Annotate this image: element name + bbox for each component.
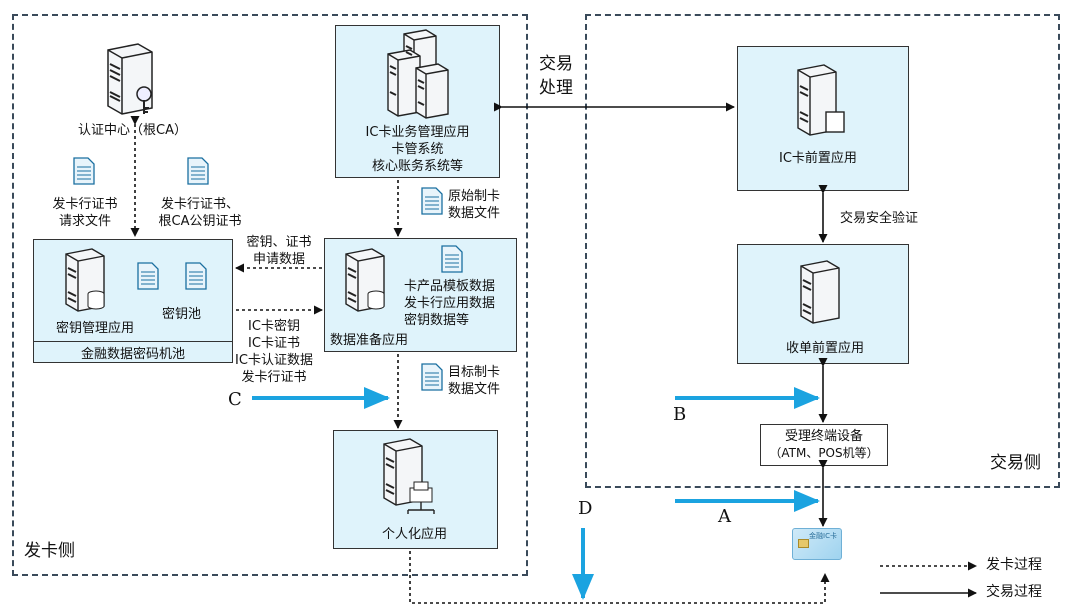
issuing-side-region [12, 14, 528, 576]
card-product-document-icon [441, 245, 463, 273]
hsm-pool-strip: 金融数据密码机池 [33, 341, 233, 363]
ic-items-line2: IC卡证书 [248, 336, 300, 351]
target-data-label: 目标制卡 数据文件 [448, 364, 500, 398]
terminal-device: 受理终端设备 （ATM、POS机等） [760, 424, 888, 466]
raw-data-line1: 原始制卡 [448, 189, 501, 204]
ic-card-chip [798, 539, 809, 548]
card-mgmt-line2: 卡管系统 [391, 142, 444, 157]
acq-front-label: 收单前置应用 [786, 341, 865, 356]
key-management-box [33, 239, 233, 342]
transaction-processing-line1: 交易 [539, 54, 573, 74]
raw-data-line2: 数据文件 [448, 206, 501, 221]
terminal-label-line1: 受理终端设备 [784, 429, 863, 444]
ic-front-server-icon [797, 64, 845, 136]
ic-card-icon: 金融IC卡 [792, 528, 842, 560]
raw-data-label: 原始制卡 数据文件 [448, 188, 500, 222]
cert-request-line1: 发卡行证书 [52, 197, 118, 212]
key-pool-label: 密钥池 [162, 307, 202, 322]
cert-request-label: 发卡行证书 请求文件 [42, 196, 128, 230]
cert-root-label: 发卡行证书、 根CA公钥证书 [146, 196, 254, 230]
card-product-line1: 卡产品模板数据 [404, 279, 496, 294]
personalization-label: 个人化应用 [382, 527, 448, 542]
card-mgmt-label: IC卡业务管理应用 卡管系统 核心账务系统等 [336, 124, 499, 175]
cert-root-line2: 根CA公钥证书 [158, 214, 242, 229]
ic-items-line1: IC卡密钥 [248, 319, 300, 334]
legend-transaction-label: 交易过程 [986, 584, 1042, 600]
data-prep-label: 数据准备应用 [330, 333, 409, 348]
transaction-processing-label: 交易 处理 [528, 52, 584, 100]
terminal-label-line2: （ATM、POS机等） [769, 446, 879, 460]
card-product-line3: 密钥数据等 [404, 313, 470, 328]
cert-request-document-icon [73, 157, 95, 185]
transaction-side-label: 交易侧 [990, 453, 1041, 473]
letter-d: D [578, 498, 593, 519]
cert-root-document-icon [187, 157, 209, 185]
data-preparation-server-icon [345, 248, 385, 312]
ca-label: 认证中心（根CA） [78, 123, 187, 138]
key-pool-document-icon-2 [185, 262, 207, 290]
key-pool-document-icon-1 [137, 262, 159, 290]
cert-root-line1: 发卡行证书、 [160, 197, 239, 212]
acquiring-front-server-icon [800, 260, 840, 324]
card-mgmt-line3: 核心账务系统等 [371, 159, 463, 174]
letter-a: A [718, 506, 731, 527]
card-product-label: 卡产品模板数据 发卡行应用数据 密钥数据等 [404, 278, 495, 329]
ic-items-label: IC卡密钥 IC卡证书 IC卡认证数据 发卡行证书 [224, 318, 324, 386]
ic-items-line4: 发卡行证书 [241, 370, 307, 385]
cert-request-line2: 请求文件 [58, 214, 111, 229]
ic-card-label: 金融IC卡 [809, 532, 837, 540]
raw-data-document-icon [421, 187, 443, 215]
hsm-pool-label: 金融数据密码机池 [80, 346, 185, 362]
key-management-server-icon [65, 248, 105, 312]
security-verify-label: 交易安全验证 [840, 211, 919, 226]
card-mgmt-line1: IC卡业务管理应用 [365, 125, 470, 140]
card-product-line2: 发卡行应用数据 [404, 296, 496, 311]
key-mgmt-label: 密钥管理应用 [56, 321, 135, 336]
personalization-server-icon [383, 438, 435, 514]
target-data-line2: 数据文件 [448, 382, 501, 397]
letter-c: C [228, 389, 242, 410]
issuing-side-label: 发卡侧 [24, 541, 75, 561]
target-data-line1: 目标制卡 [448, 365, 501, 380]
key-cert-request-line2: 申请数据 [252, 252, 305, 267]
transaction-processing-line2: 处理 [539, 78, 573, 98]
ic-front-label: IC卡前置应用 [779, 151, 857, 166]
ca-server-icon [107, 43, 153, 115]
key-cert-request-line1: 密钥、证书 [246, 235, 312, 250]
legend-issuing-label: 发卡过程 [986, 557, 1042, 573]
letter-b: B [673, 404, 687, 425]
key-cert-request-label: 密钥、证书 申请数据 [236, 234, 322, 268]
target-data-document-icon [421, 363, 443, 391]
card-management-servers-icon [387, 29, 449, 119]
ic-items-line3: IC卡认证数据 [235, 353, 313, 368]
